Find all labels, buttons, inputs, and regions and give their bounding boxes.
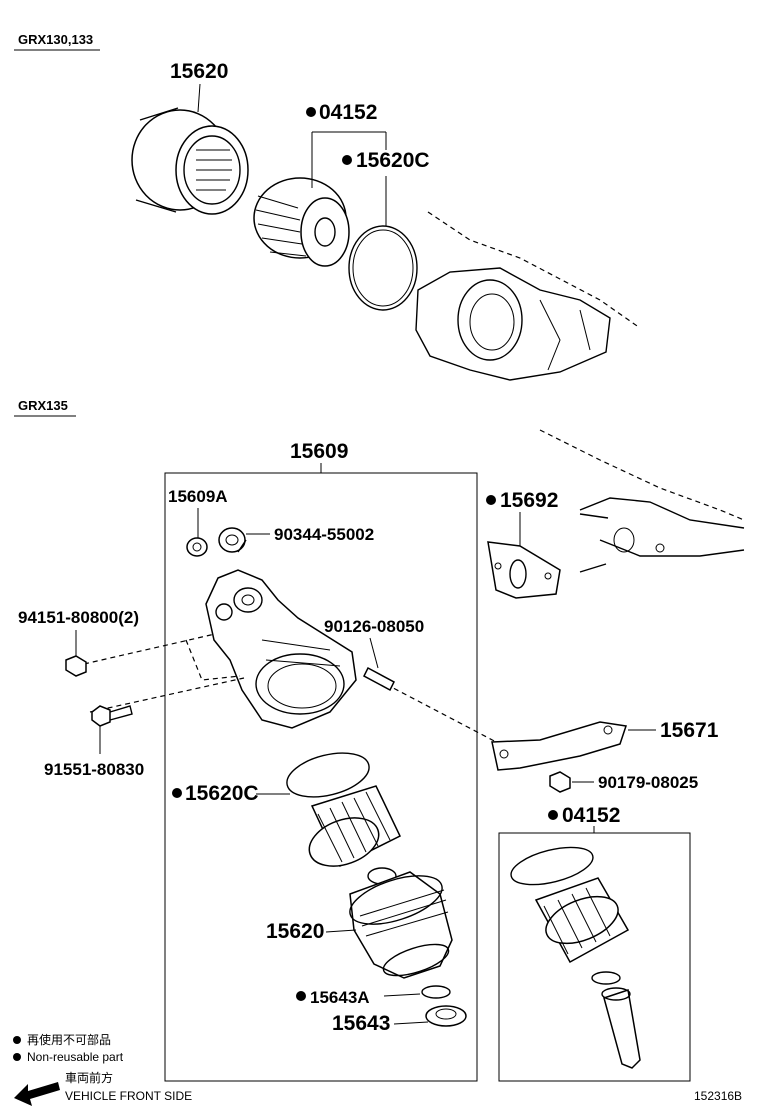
part-15643A-label: 15643A xyxy=(310,988,370,1007)
non-reusable-dot-04152-bottom xyxy=(548,810,558,820)
mounting-dashed-lines xyxy=(83,633,501,745)
oil-filter-element-bottom-drawing xyxy=(308,785,401,885)
part-15620C-bottom-label: 15620C xyxy=(185,782,259,805)
front-arrow-icon xyxy=(14,1082,60,1106)
oil-filter-housing-drawing xyxy=(205,569,357,729)
part-15620-top-label: 15620 xyxy=(170,60,228,83)
part-15609-label: 15609 xyxy=(290,440,348,463)
part-04152-bottom-label: 04152 xyxy=(562,804,620,827)
part-15692-label: 15692 xyxy=(500,489,558,512)
gasket-15692-drawing xyxy=(487,541,561,599)
legend-text-jp: 再使用不可部品 xyxy=(27,1032,111,1047)
part-04152-top-label: 04152 xyxy=(319,101,377,124)
non-reusable-dot-15692 xyxy=(486,495,496,505)
stud-90126-drawing xyxy=(363,666,395,692)
plug-15609A-drawing xyxy=(186,537,208,557)
legend-dot-en xyxy=(13,1053,21,1061)
part-15643-label: 15643 xyxy=(332,1012,390,1035)
non-reusable-dot-15643A xyxy=(296,991,306,1001)
oil-filter-cap-bottom-drawing xyxy=(349,871,453,979)
nut-90179-drawing xyxy=(549,771,571,793)
legend-dot-jp xyxy=(13,1036,21,1044)
leader-15643 xyxy=(393,1021,429,1025)
bolt-94151-drawing xyxy=(65,655,87,677)
non-reusable-dot-15620C-top xyxy=(342,155,352,165)
leader-15620-top xyxy=(197,83,201,113)
variant-label-bottom: GRX135 xyxy=(18,398,68,413)
bracket-15671-drawing xyxy=(491,721,627,771)
diagram-id: 152316B xyxy=(694,1089,742,1103)
part-90179-label: 90179-08025 xyxy=(598,773,698,792)
element-kit-box-04152 xyxy=(498,832,691,1082)
engine-block-bottom-drawing xyxy=(539,429,745,573)
oil-filter-element-top-drawing xyxy=(253,177,350,267)
oil-filter-cap-top-drawing xyxy=(131,107,249,215)
non-reusable-dot-04152-top xyxy=(306,107,316,117)
leader-90126 xyxy=(369,637,379,669)
leader-15620-bottom xyxy=(325,929,357,933)
element-kit-04152-drawing xyxy=(510,846,641,1069)
non-reusable-dot-15620C-bottom xyxy=(172,788,182,798)
part-15620-bottom-label: 15620 xyxy=(266,920,324,943)
leader-15643A xyxy=(383,993,421,997)
part-91551-label: 91551-80830 xyxy=(44,760,144,779)
part-15671-label: 15671 xyxy=(660,719,719,742)
o-ring-top-drawing xyxy=(348,225,418,311)
leader-04152-top xyxy=(311,131,387,188)
o-ring-bottom-drawing xyxy=(286,752,370,798)
part-15609A-label: 15609A xyxy=(168,487,228,506)
variant-label-top: GRX130,133 xyxy=(18,32,93,47)
part-90126-label: 90126-08050 xyxy=(324,617,424,636)
part-94151-label: 94151-80800(2) xyxy=(18,608,139,627)
part-90344-label: 90344-55002 xyxy=(274,525,374,544)
legend-text-en: Non-reusable part xyxy=(27,1050,124,1064)
o-ring-15643A-drawing xyxy=(421,985,451,999)
part-15620C-top-label: 15620C xyxy=(356,149,430,172)
bolt-91551-drawing xyxy=(91,705,133,727)
plug-90344-drawing xyxy=(218,527,247,553)
engine-housing-top-drawing xyxy=(415,211,641,381)
front-label-en: VEHICLE FRONT SIDE xyxy=(65,1089,192,1103)
drain-plug-15643-drawing xyxy=(425,1005,467,1027)
o-ring-top-inner xyxy=(352,229,414,307)
front-label-jp: 車両前方 xyxy=(65,1070,113,1085)
